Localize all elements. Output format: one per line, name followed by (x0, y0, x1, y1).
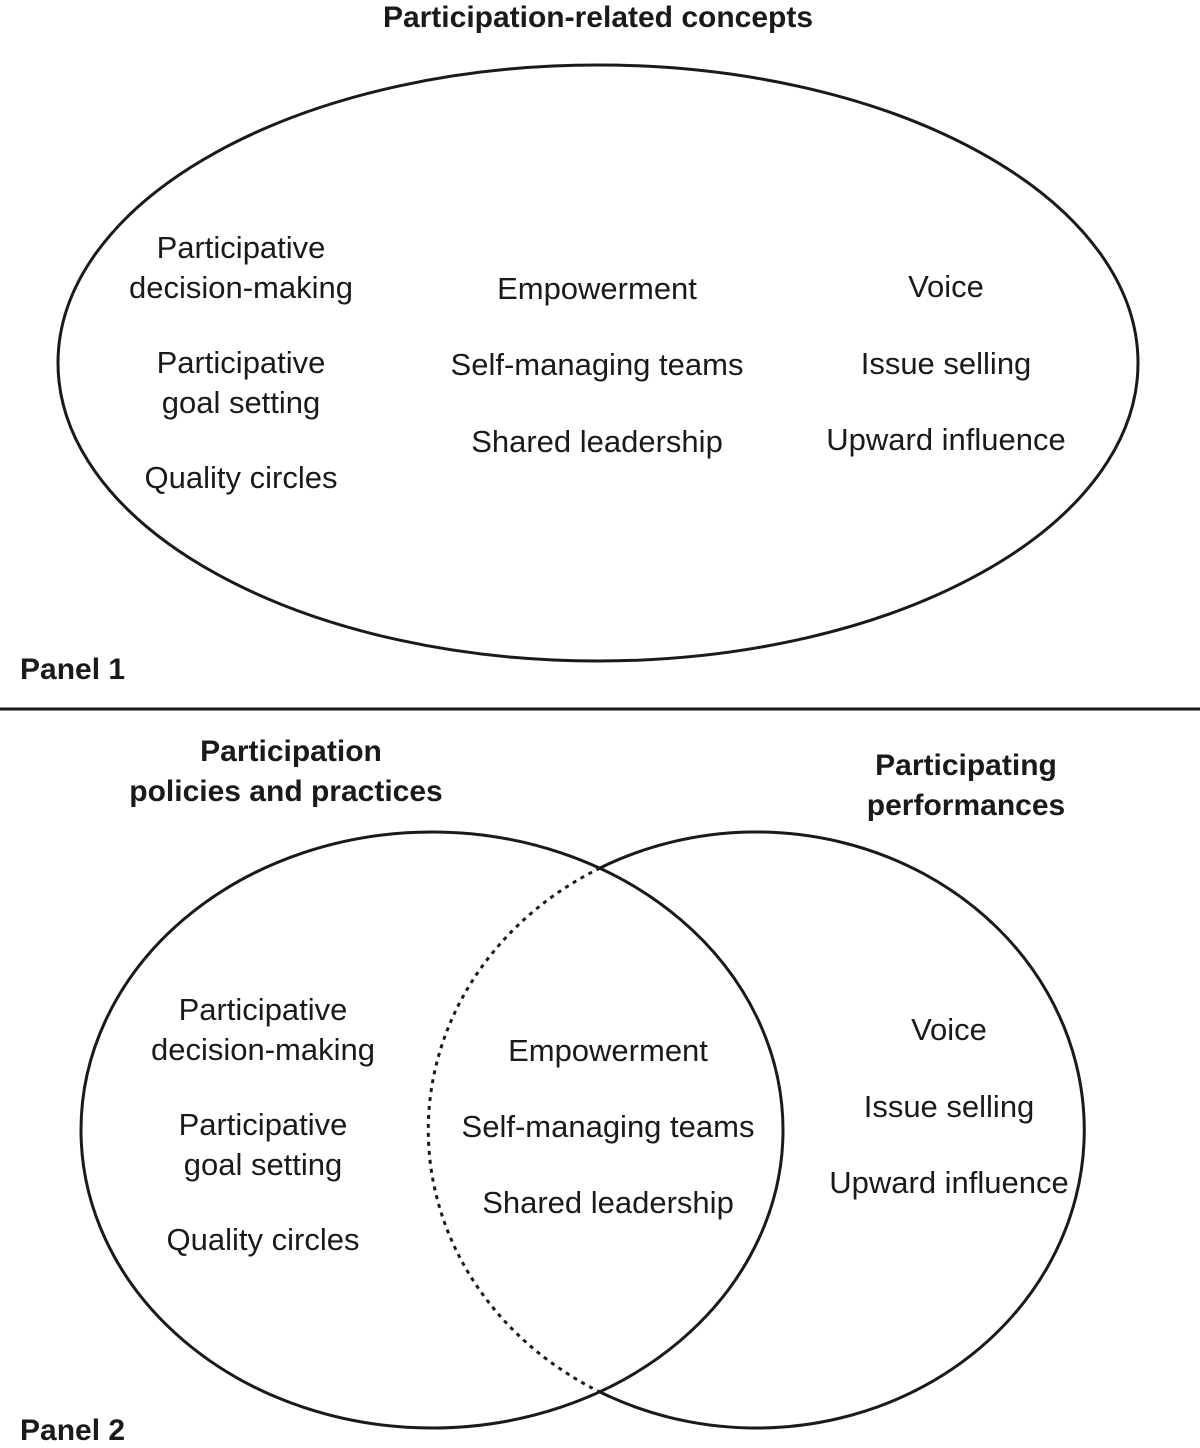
policy-participative-decision-making-line2: decision-making (151, 1032, 375, 1067)
policy-participative-decision-making-line1: Participative (179, 992, 348, 1027)
policies-practices-title-line1: Participation (200, 735, 382, 768)
policy-participative-goal-setting-line2: goal setting (184, 1147, 343, 1182)
panel-2: Participation policies and practices Par… (20, 735, 1086, 1447)
overlap-empowerment: Empowerment (508, 1033, 708, 1068)
concept-participative-decision-making-line1: Participative (157, 230, 326, 265)
performance-upward-influence: Upward influence (829, 1165, 1069, 1200)
panel-2-label: Panel 2 (20, 1414, 125, 1447)
overlap-shared-leadership: Shared leadership (482, 1185, 734, 1220)
concept-self-managing-teams: Self-managing teams (451, 347, 744, 382)
panel-1: Participation-related concepts Participa… (20, 1, 1140, 686)
performances-ellipse-outer-arc (599, 830, 1086, 1430)
performance-voice: Voice (911, 1012, 987, 1047)
concept-upward-influence: Upward influence (826, 422, 1066, 457)
policy-quality-circles: Quality circles (167, 1222, 360, 1257)
concept-participative-goal-setting-line2: goal setting (162, 385, 321, 420)
policies-practices-title-line2: policies and practices (129, 775, 442, 808)
concept-participative-goal-setting-line1: Participative (157, 345, 326, 380)
concept-participative-decision-making-line2: decision-making (129, 270, 353, 305)
policies-practices-ellipse (79, 830, 785, 1430)
policy-participative-goal-setting-line1: Participative (179, 1107, 348, 1142)
performance-issue-selling: Issue selling (864, 1089, 1035, 1124)
performances-title-line1: Participating (875, 749, 1057, 782)
concept-quality-circles: Quality circles (145, 460, 338, 495)
concept-voice: Voice (908, 269, 984, 304)
overlap-self-managing-teams: Self-managing teams (462, 1109, 755, 1144)
concept-empowerment: Empowerment (497, 271, 697, 306)
panel-1-title: Participation-related concepts (383, 1, 813, 34)
concept-shared-leadership: Shared leadership (471, 424, 723, 459)
performances-title-line2: performances (867, 789, 1065, 822)
panel-1-label: Panel 1 (20, 653, 125, 686)
participation-concepts-ellipse (56, 63, 1140, 663)
concept-issue-selling: Issue selling (861, 346, 1032, 381)
